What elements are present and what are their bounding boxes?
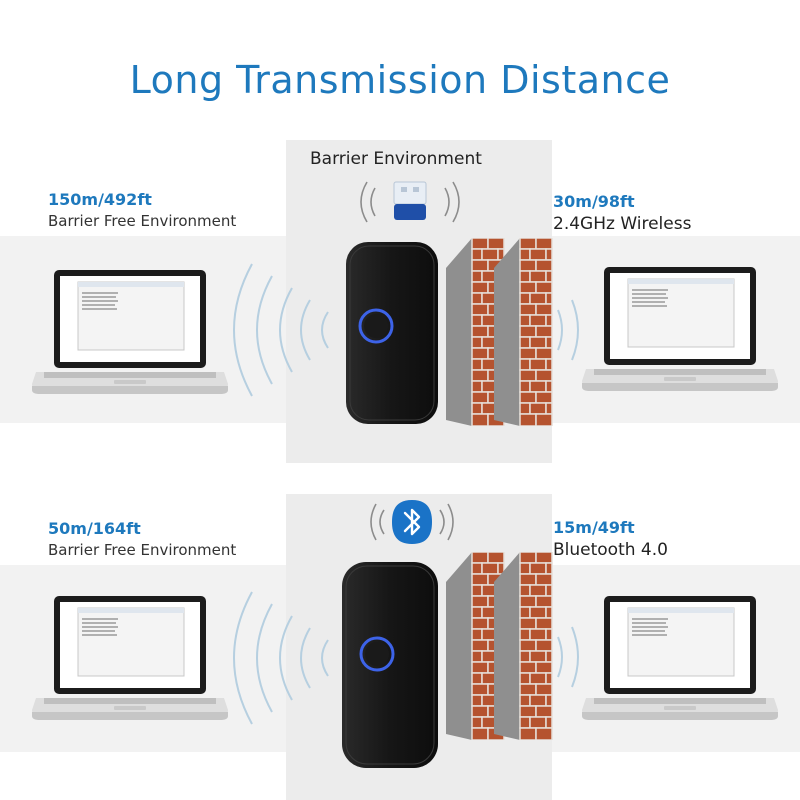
signal-waves-icon — [233, 263, 329, 397]
top-right-distance: 30m/98ft — [553, 192, 635, 211]
brick-wall — [494, 552, 553, 740]
top-left-distance: 150m/492ft — [48, 190, 152, 209]
laptop-icon — [32, 270, 228, 394]
signal-waves-icon — [233, 591, 329, 725]
laptop-icon — [32, 596, 228, 720]
scanner-device — [346, 242, 438, 424]
brick-wall — [494, 238, 553, 426]
usb-dongle-icon — [360, 181, 460, 223]
bottom-left-environment: Barrier Free Environment — [48, 541, 237, 559]
laptop-icon — [582, 596, 778, 720]
page-title: Long Transmission Distance — [129, 58, 671, 102]
bluetooth-icon — [370, 500, 454, 544]
top-right-environment: 2.4GHz Wireless — [553, 214, 692, 234]
laptop-icon — [582, 267, 778, 391]
bottom-right-environment: Bluetooth 4.0 — [553, 540, 668, 560]
barrier-environment-label: Barrier Environment — [310, 149, 482, 169]
bottom-left-distance: 50m/164ft — [48, 519, 141, 538]
signal-waves-icon — [557, 299, 579, 361]
bottom-right-distance: 15m/49ft — [553, 518, 635, 537]
top-left-environment: Barrier Free Environment — [48, 212, 237, 230]
scanner-device — [342, 562, 438, 768]
signal-waves-icon — [557, 626, 579, 688]
